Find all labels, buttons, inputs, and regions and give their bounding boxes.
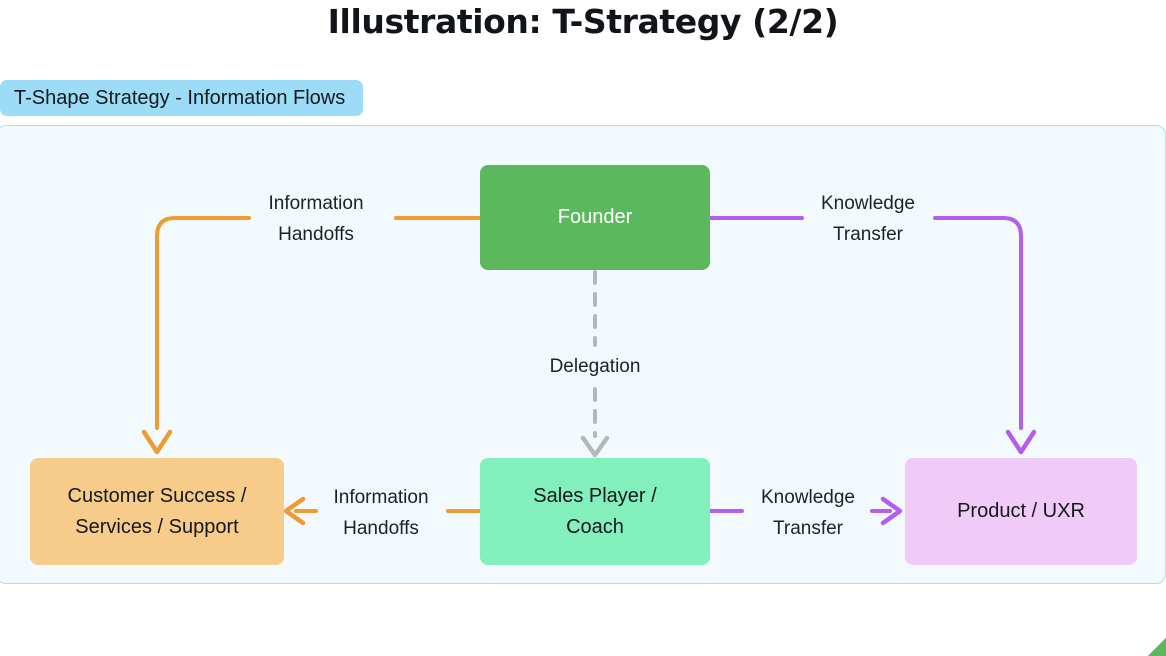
edge-sales-to-customer-success — [283, 496, 482, 526]
node-sales-player[interactable]: Sales Player / Coach — [480, 458, 710, 565]
edge-founder-to-sales — [580, 270, 610, 458]
page-title: Illustration: T-Strategy (2/2) — [327, 2, 839, 41]
node-product-uxr[interactable]: Product / UXR — [905, 458, 1137, 565]
node-founder[interactable]: Founder — [480, 165, 710, 270]
edge-founder-to-customer-success — [141, 216, 482, 455]
node-customer-success[interactable]: Customer Success / Services / Support — [30, 458, 284, 565]
edge-founder-to-product — [708, 216, 1037, 455]
edge-sales-to-product — [708, 496, 903, 526]
diagram-subtitle-chip: T-Shape Strategy - Information Flows — [0, 80, 364, 116]
